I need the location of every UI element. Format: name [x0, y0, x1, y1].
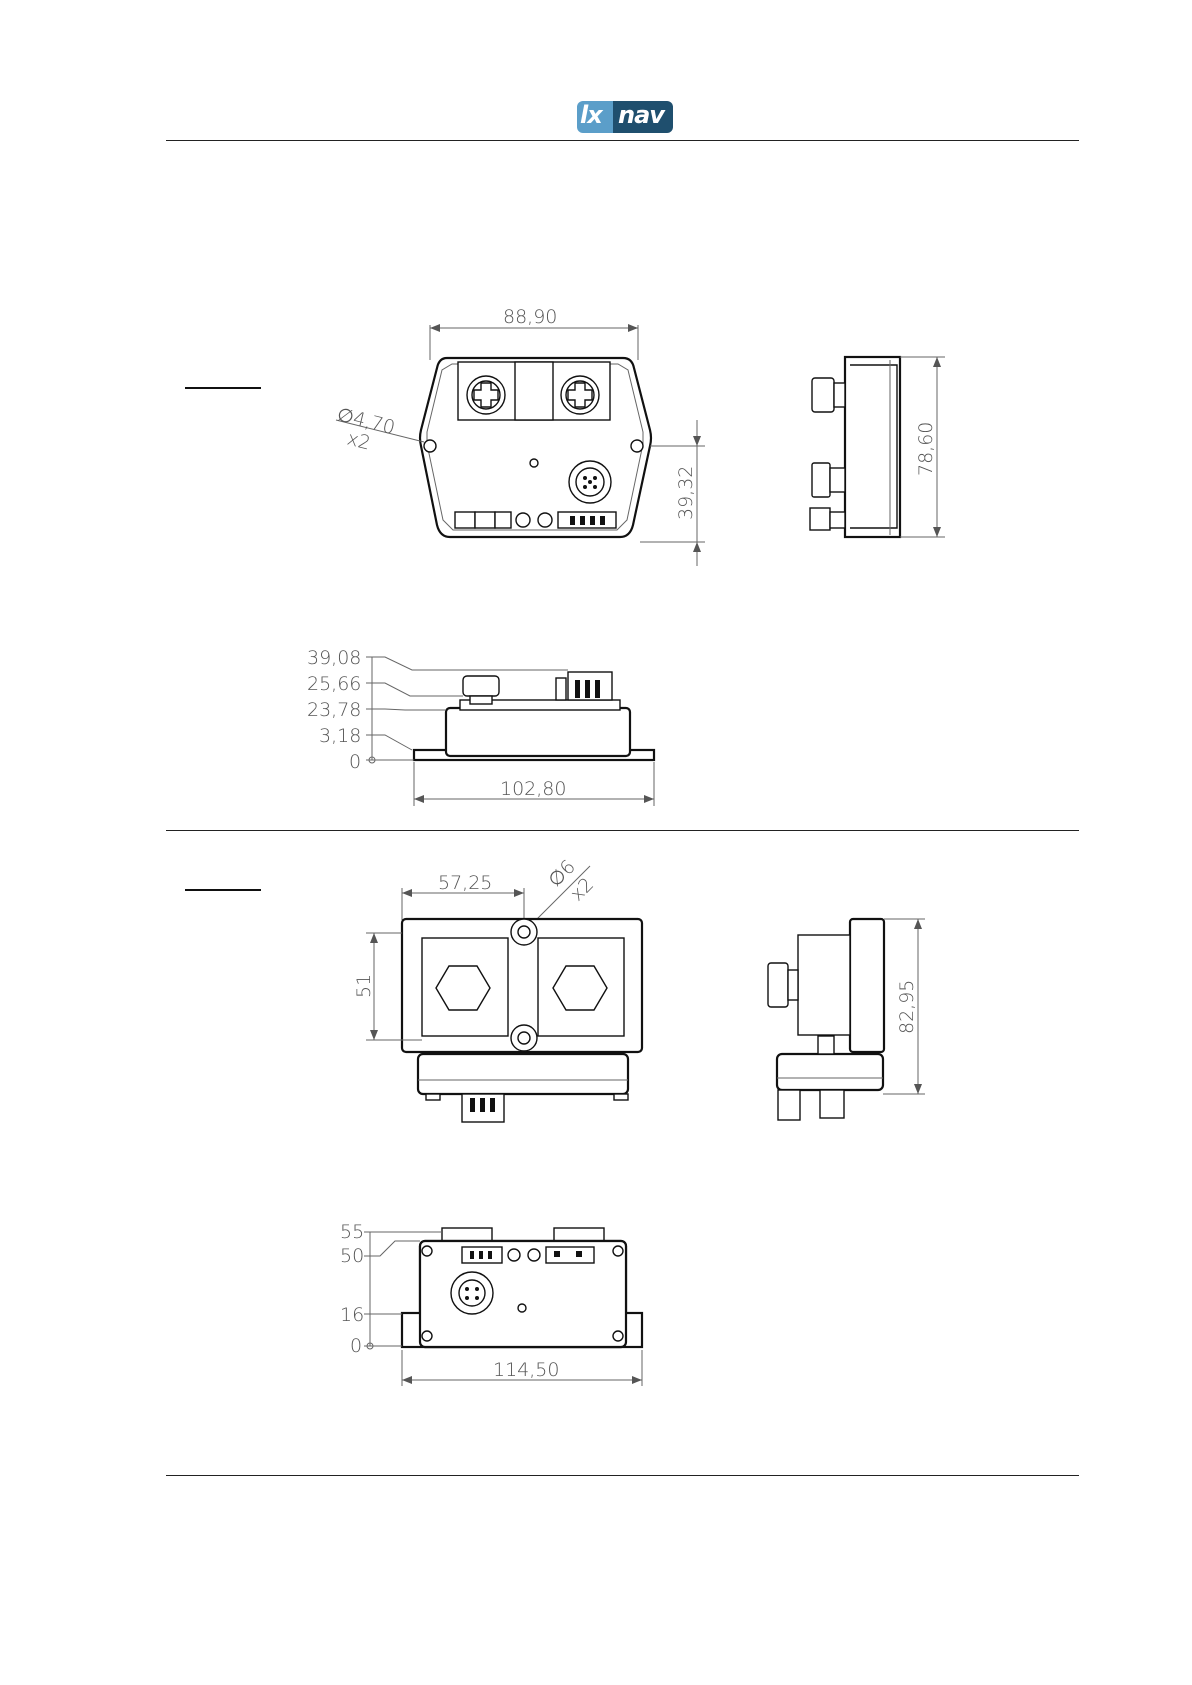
d2-dim-16: 16 [340, 1304, 364, 1326]
d1-height-side: 78,60 [915, 422, 937, 476]
d1-height-hole: 39,32 [675, 466, 697, 520]
d2-dim-55: 55 [340, 1221, 364, 1243]
d2-height-side: 82,95 [896, 980, 918, 1034]
drawing1-front-view: 88,90 [335, 306, 705, 566]
d1-dim-23-78: 23,78 [307, 699, 361, 721]
d2-dim-50: 50 [340, 1245, 364, 1267]
d1-hole-count: x2 [345, 428, 373, 455]
d1-width-top: 88,90 [503, 306, 557, 328]
drawing1-bottom-view: 39,08 25,66 23,78 3,18 0 102,80 [307, 647, 654, 806]
d1-dim-zero: 0 [349, 751, 361, 773]
d2-height-left: 51 [353, 974, 375, 998]
drawing2-front-view: 57,25 ∅6 x2 51 [353, 856, 642, 1122]
d2-width-bottom: 114,50 [493, 1359, 559, 1381]
d1-dim-3-18: 3,18 [319, 725, 361, 747]
d1-width-bottom: 102,80 [500, 778, 566, 800]
d2-dim-zero: 0 [350, 1335, 362, 1357]
d1-dim-39-08: 39,08 [307, 647, 361, 669]
d1-dim-25-66: 25,66 [307, 673, 361, 695]
d2-width-top: 57,25 [438, 872, 492, 894]
drawing2-bottom-view: 55 50 16 0 114,50 [340, 1221, 642, 1386]
drawing1-side-view: 78,60 [810, 357, 945, 537]
drawing2-side-view: 82,95 [768, 919, 925, 1120]
